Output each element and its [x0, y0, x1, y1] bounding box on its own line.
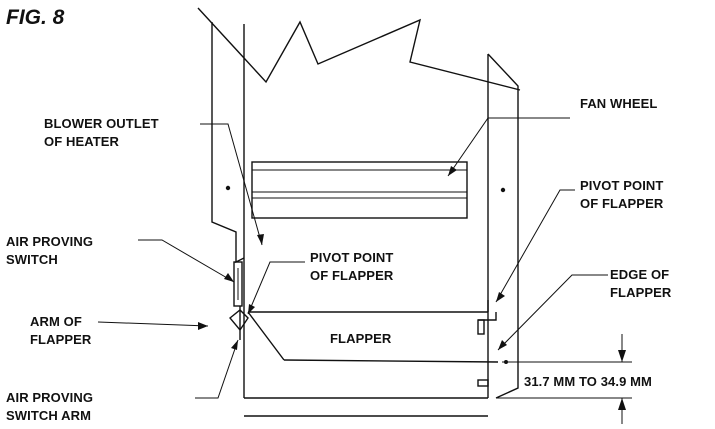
housing-right-wall	[487, 53, 519, 399]
label-pivot-center-1: PIVOT POINT	[310, 250, 393, 265]
label-air-switch-2: SWITCH	[6, 252, 58, 267]
label-arm-2: FLAPPER	[30, 332, 92, 347]
label-blower-outlet-1: BLOWER OUTLET	[44, 116, 159, 131]
leader-lines	[97, 117, 608, 399]
air-proving-switch	[229, 261, 249, 340]
dimension-marker	[496, 334, 632, 424]
fan-wheel	[251, 161, 468, 219]
label-blower-outlet-2: OF HEATER	[44, 134, 120, 149]
label-pivot-center-2: OF FLAPPER	[310, 268, 394, 283]
label-dimension: 31.7 MM TO 34.9 MM	[524, 374, 652, 389]
label-pivot-right-2: OF FLAPPER	[580, 196, 664, 211]
label-pivot-right-1: PIVOT POINT	[580, 178, 663, 193]
figure-label: FIG. 8	[6, 6, 65, 29]
label-edge-1: EDGE OF	[610, 267, 669, 282]
label-edge-2: FLAPPER	[610, 285, 672, 300]
label-flapper: FLAPPER	[330, 331, 392, 346]
base-plate	[244, 379, 489, 417]
label-air-switch-1: AIR PROVING	[6, 234, 93, 249]
label-switch-arm-2: SWITCH ARM	[6, 408, 91, 423]
break-line	[197, 7, 521, 91]
housing-left-wall	[211, 22, 245, 398]
flapper	[247, 300, 499, 363]
label-switch-arm-1: AIR PROVING	[6, 390, 93, 405]
label-arm-1: ARM OF	[30, 314, 82, 329]
label-fan-wheel: FAN WHEEL	[580, 96, 657, 111]
